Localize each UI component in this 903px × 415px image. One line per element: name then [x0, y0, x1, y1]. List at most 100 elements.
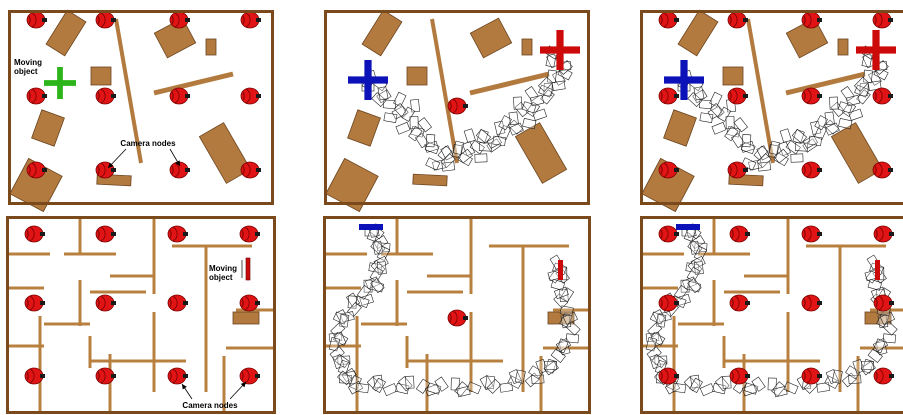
panel-scene2-trajectory-a: [323, 216, 591, 414]
obstacle-block: [91, 67, 111, 85]
cross-marker-v: [680, 60, 687, 100]
camera-lens: [674, 301, 679, 305]
camera-lens: [255, 301, 260, 305]
camera-lens: [256, 168, 261, 172]
camera-lens: [111, 18, 116, 22]
goal-marker: [558, 260, 563, 280]
trajectory-pose: [513, 97, 522, 109]
trajectory-pose: [726, 117, 734, 129]
camera-lens: [817, 301, 822, 305]
camera-lens: [817, 232, 822, 236]
panel-scene2-trajectory-b: [640, 216, 903, 414]
camera-lens: [256, 94, 261, 98]
camera-lens: [256, 18, 261, 22]
obstacle-block: [838, 39, 848, 55]
camera-lens: [743, 168, 748, 172]
annotation-line: object: [14, 67, 38, 76]
cross-marker-v: [872, 30, 879, 70]
camera-nodes-label: Camera nodes: [182, 401, 238, 410]
camera-lens: [817, 18, 822, 22]
camera-lens: [463, 104, 468, 108]
camera-lens: [889, 301, 894, 305]
annotation-line: object: [209, 273, 233, 282]
trajectory-pose: [673, 383, 686, 393]
camera-lens: [888, 94, 893, 98]
camera-lens: [888, 18, 893, 22]
panel-scene1-trajectory-a: [324, 10, 590, 212]
obstacle-block: [522, 39, 532, 55]
camera-lens: [463, 316, 468, 320]
obstacle-block: [206, 39, 216, 55]
trajectory-pose: [426, 134, 435, 147]
camera-lens: [255, 232, 260, 236]
camera-lens: [40, 301, 45, 305]
camera-lens: [185, 94, 190, 98]
camera-lens: [817, 94, 822, 98]
camera-lens: [42, 168, 47, 172]
obstacle-block: [413, 174, 447, 186]
trajectory-pose: [758, 162, 771, 171]
trajectory-pose: [509, 112, 519, 125]
trajectory-pose: [442, 162, 455, 171]
cross-marker-v: [556, 30, 563, 70]
camera-lens: [745, 374, 750, 378]
camera-lens: [817, 374, 822, 378]
camera-lens: [743, 94, 748, 98]
camera-nodes-label: Camera nodes: [120, 139, 176, 148]
camera-lens: [745, 301, 750, 305]
goal-marker: [875, 260, 880, 280]
camera-lens: [674, 232, 679, 236]
trajectory-pose: [742, 134, 751, 147]
trajectory-pose: [545, 361, 557, 369]
camera-lens: [40, 232, 45, 236]
camera-lens: [889, 232, 894, 236]
trajectory-pose: [829, 97, 838, 109]
camera-lens: [40, 374, 45, 378]
obstacle-block: [723, 67, 743, 85]
panel-scene2-setup: MovingobjectCamera nodes: [6, 216, 276, 414]
start-marker: [676, 224, 700, 230]
moving-object-marker: [246, 258, 250, 280]
trajectory-pose: [566, 334, 579, 343]
trajectory-pose: [552, 81, 565, 91]
trajectory-pose: [406, 376, 415, 388]
trajectory-pose: [791, 154, 803, 162]
camera-lens: [674, 94, 679, 98]
trajectory-pose: [700, 113, 713, 123]
camera-lens: [255, 374, 260, 378]
cross-marker-v: [364, 60, 371, 100]
camera-lens: [817, 168, 822, 172]
annotation-line: Moving: [209, 264, 237, 273]
cross-marker-v: [57, 67, 63, 99]
trajectory-pose: [493, 136, 506, 146]
camera-lens: [674, 168, 679, 172]
camera-lens: [888, 168, 893, 172]
camera-lens: [674, 18, 679, 22]
camera-lens: [674, 374, 679, 378]
obstacle-block: [407, 67, 427, 85]
camera-lens: [111, 168, 116, 172]
panel-scene1-setup: MovingobjectCamera nodes: [8, 10, 274, 212]
trajectory-pose: [410, 117, 418, 129]
trajectory-pose: [809, 136, 822, 146]
trajectory-pose: [384, 113, 397, 123]
camera-lens: [42, 94, 47, 98]
trajectory-pose: [475, 154, 487, 162]
trajectory-pose: [356, 383, 369, 393]
panel-scene1-trajectory-b: [640, 10, 903, 212]
camera-lens: [42, 18, 47, 22]
camera-lens: [185, 18, 190, 22]
camera-lens: [111, 232, 116, 236]
obstacle-block: [233, 312, 259, 324]
camera-lens: [111, 301, 116, 305]
annotation-line: Moving: [14, 58, 42, 67]
camera-lens: [183, 374, 188, 378]
trajectory-pose: [883, 334, 896, 343]
camera-lens: [111, 94, 116, 98]
camera-lens: [743, 18, 748, 22]
trajectory-pose: [862, 361, 874, 369]
camera-lens: [183, 232, 188, 236]
camera-lens: [745, 232, 750, 236]
start-marker: [359, 224, 383, 230]
